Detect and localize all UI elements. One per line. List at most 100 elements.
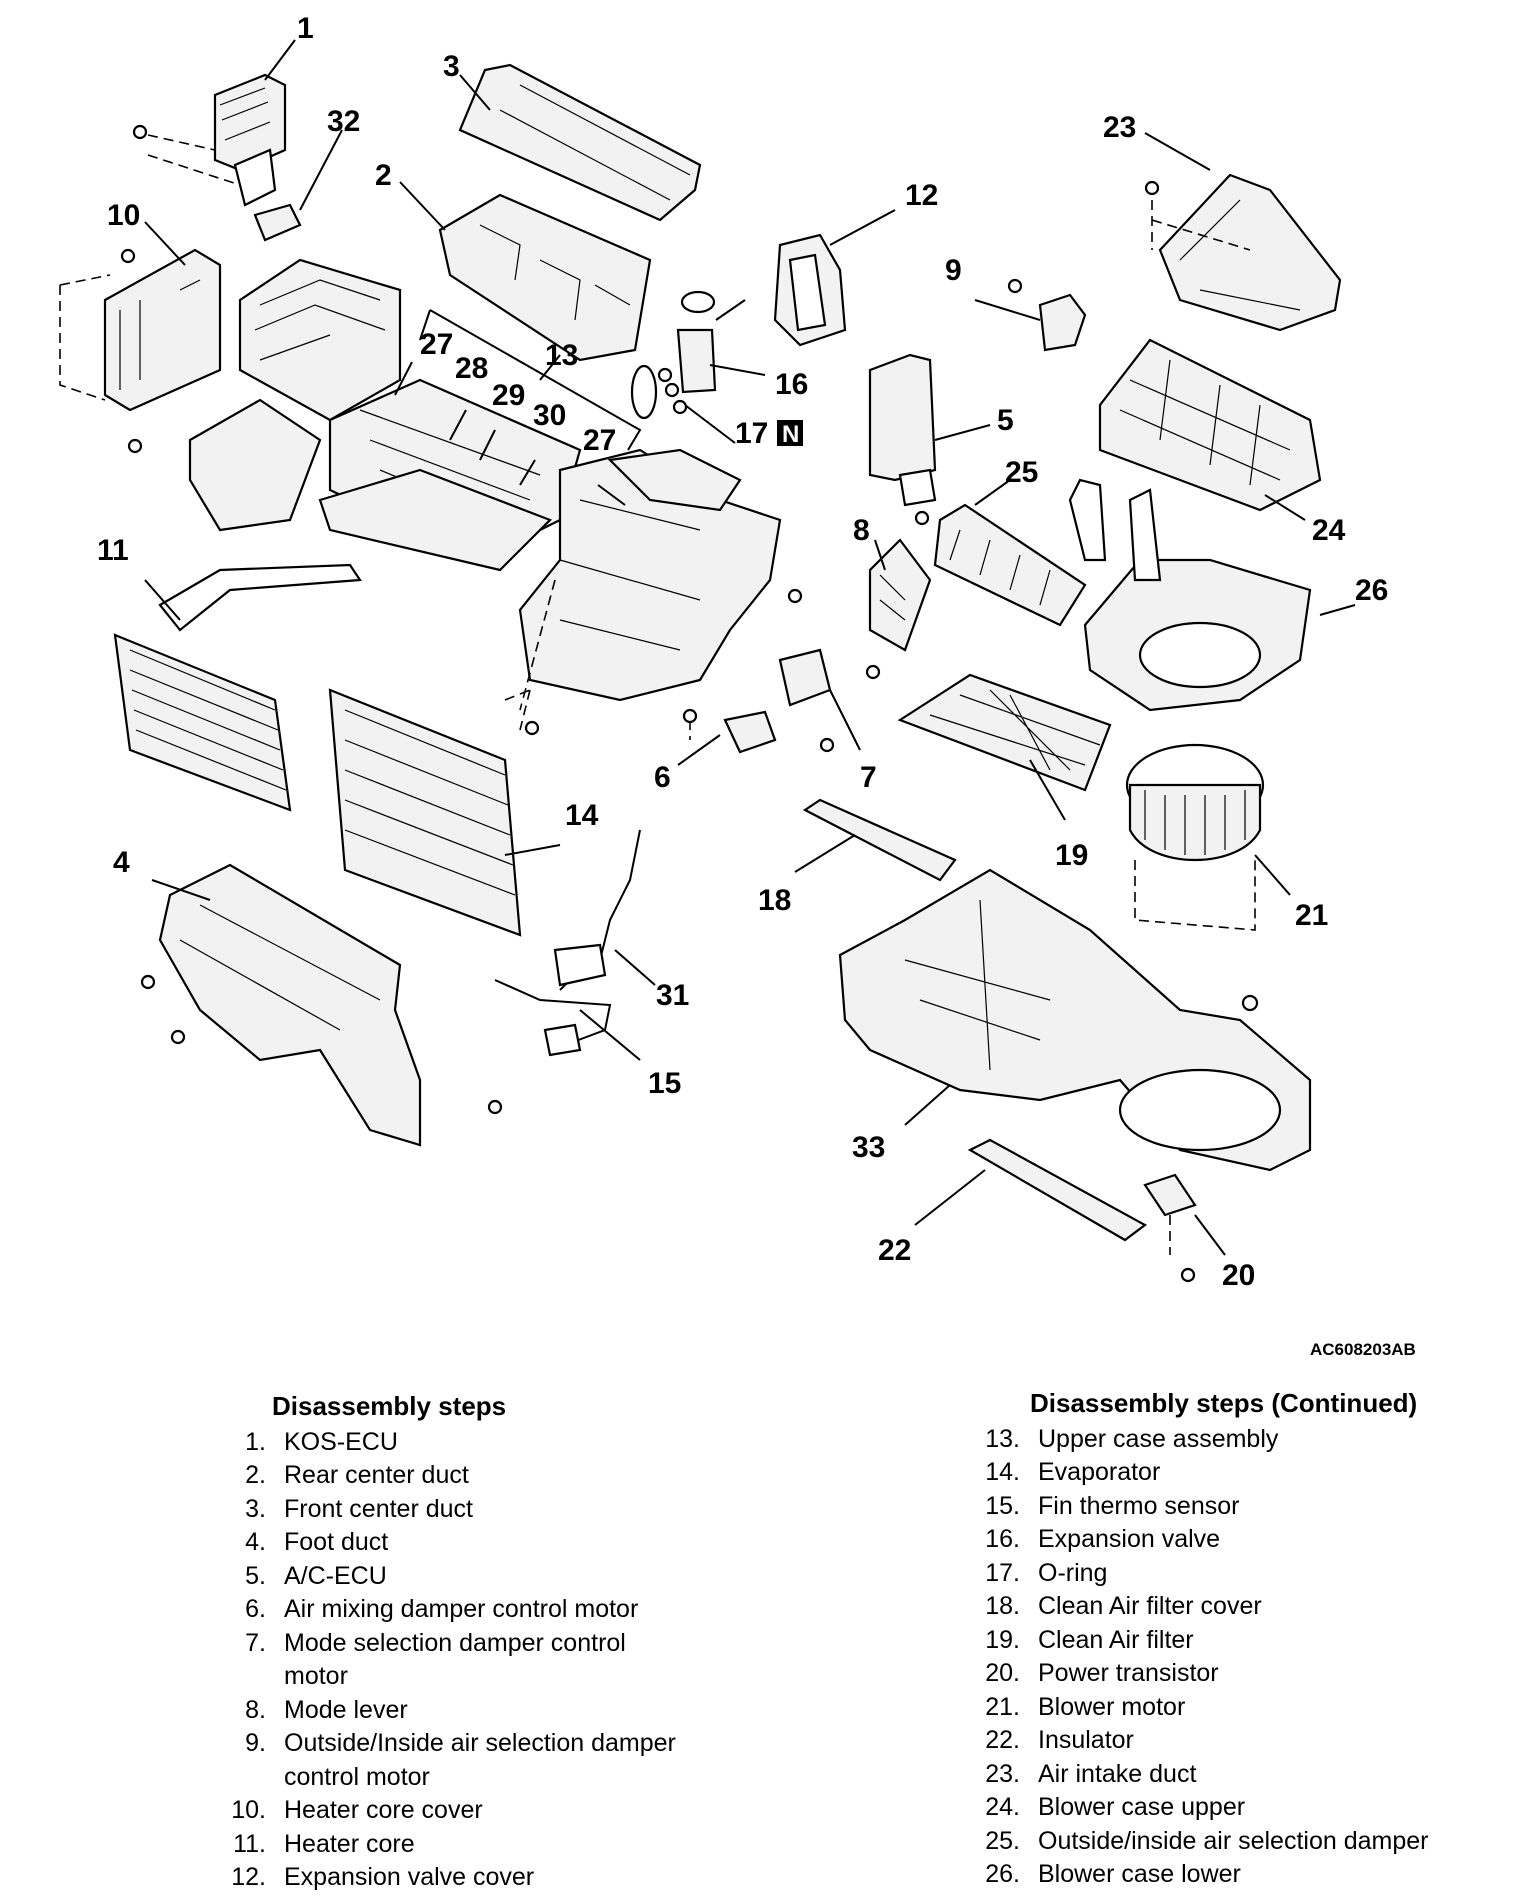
part-mode-lever [868,538,932,652]
step-row: motor [196,1660,756,1694]
step-label: Outside/inside air selection damper [1038,1826,1429,1855]
step-row: 10.Heater core cover [196,1794,756,1828]
step-number: 18. [985,1592,1020,1620]
step-number: 15. [985,1491,1020,1520]
step-label: Rear center duct [284,1461,469,1489]
step-number: 24. [985,1793,1020,1821]
callout-20: 20 [1222,1259,1255,1292]
part-lower-case [504,448,803,740]
step-label: KOS-ECU [284,1427,398,1456]
callout-10: 10 [107,199,140,232]
callout-labels: 1 2 3 4 5 6 7 8 9 10 11 12 13 14 15 16 1… [97,12,1388,1292]
part-heater-core-cover [59,248,222,454]
step-label: Blower case upper [1038,1793,1246,1821]
step-row: 2.Rear center duct [196,1459,756,1493]
callout-6: 6 [654,761,671,794]
step-row: 14.Evaporator [950,1456,1510,1490]
step-number [196,1761,284,1795]
callout-27-a: 27 [420,328,453,361]
step-number: 22. [985,1726,1020,1754]
step-row: 9.Outside/Inside air selection damper [196,1727,756,1761]
part-air-selection-damper [933,478,1107,627]
part-rear-center-duct [438,193,652,362]
step-number: 17. [985,1558,1020,1587]
callout-7: 7 [860,761,877,794]
step-row: 1.KOS-ECU [196,1426,756,1460]
step-row: 19. Clean Air filter [950,1624,1510,1658]
part-ac-ecu [868,353,937,526]
step-row: 24. Blower case upper [950,1791,1510,1825]
step-row: 13. Upper case assembly [950,1423,1510,1457]
callout-3: 3 [443,50,460,83]
steps-heading: Disassembly steps [272,1391,507,1421]
step-label: Expansion valve cover [284,1863,535,1891]
callout-28: 28 [455,352,488,385]
step-label: Front center duct [284,1494,473,1523]
callout-17: 17 [735,417,768,450]
step-number: 5. [245,1561,266,1590]
part-33 [838,868,1312,1172]
part-expansion-valve [630,290,746,420]
step-number: 4. [245,1528,266,1556]
step-label: Blower case lower [1038,1860,1241,1888]
step-label: Evaporator [1038,1458,1161,1486]
step-number: 13. [985,1424,1020,1453]
step-row: 16.Expansion valve [950,1523,1510,1557]
callout-18: 18 [758,884,791,917]
part-power-transistor [1143,1173,1197,1283]
callout-16: 16 [775,368,808,401]
part-foot-duct [140,863,503,1147]
callout-9: 9 [945,254,962,287]
disassembly-steps-left: Disassembly steps 1.KOS-ECU 2.Rear cente… [196,1390,756,1895]
step-label: Air mixing damper control motor [284,1595,639,1623]
callout-4: 4 [113,846,130,879]
callout-32: 32 [327,105,360,138]
callout-25: 25 [1005,456,1038,489]
step-label: control motor [284,1762,430,1791]
part-clean-air-filter [897,673,1112,792]
step-label: Heater core [284,1829,415,1858]
step-number: 20. [985,1659,1020,1687]
callout-5: 5 [997,404,1014,437]
step-label: Upper case assembly [1038,1424,1279,1453]
step-label: Fin thermo sensor [1038,1491,1240,1520]
step-row: 7.Mode selection damper control [196,1627,756,1661]
step-row: 15. Fin thermo sensor [950,1490,1510,1524]
callout-21: 21 [1295,899,1328,932]
step-row: 20.Power transistor [950,1657,1510,1691]
callout-12: 12 [905,179,938,212]
callout-15: 15 [648,1067,681,1100]
callout-14: 14 [565,799,599,832]
callout-2: 2 [375,159,392,192]
callout-23: 23 [1103,111,1136,144]
step-row: control motor [196,1761,756,1795]
part-front-center-duct [458,63,702,222]
step-label: A/C-ECU [284,1561,387,1590]
step-label: Mode lever [284,1695,408,1724]
step-row: 11.Heater core [196,1828,756,1862]
step-row: 12.Expansion valve cover [196,1861,756,1895]
step-number: 9. [245,1729,266,1757]
part-blower-case-lower [1083,488,1312,712]
callout-27-b: 27 [583,424,616,457]
step-number: 19. [985,1625,1020,1654]
callout-31: 31 [656,979,689,1012]
step-row: 6. Air mixing damper control motor [196,1593,756,1627]
step-number: 6. [245,1595,266,1623]
figure-code: AC608203AB [1310,1340,1416,1359]
part-heater-core [113,563,362,812]
step-label: Clean Air filter [1038,1625,1194,1654]
part-air-intake-duct [1144,173,1342,332]
disassembly-steps-right: Disassembly steps (Continued) 13.Upper c… [950,1387,1510,1892]
step-row: 25. Outside/inside air selection damper [950,1825,1510,1859]
step-label: O-ring [1038,1558,1108,1587]
callout-30: 30 [533,399,566,432]
step-row: 17. O-ring [950,1557,1510,1591]
callout-22: 22 [878,1234,911,1267]
step-row: 18.Clean Air filter cover [950,1590,1510,1624]
part-kos-ecu [132,73,287,207]
callout-19: 19 [1055,839,1088,872]
step-number: 25. [985,1826,1020,1855]
step-row: 22.Insulator [950,1724,1510,1758]
step-label: Heater core cover [284,1796,483,1824]
